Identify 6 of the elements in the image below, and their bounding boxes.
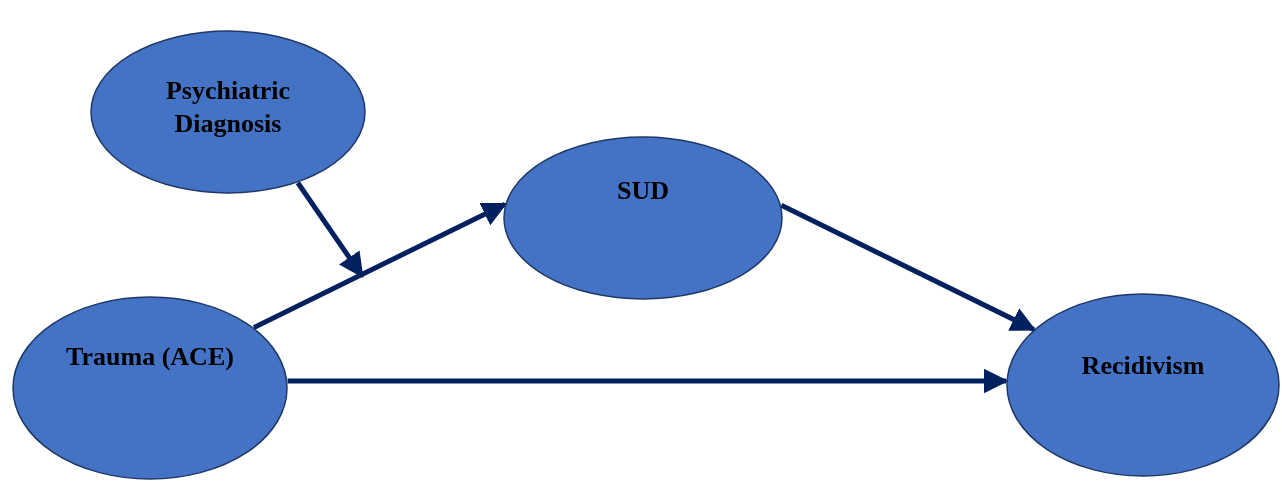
node-label: Recidivism [1080, 350, 1206, 382]
node-label: Psychiatric Diagnosis [164, 75, 292, 140]
arrow [780, 203, 1037, 332]
node-label: SUD [616, 175, 670, 207]
node-label: Trauma (ACE) [65, 341, 235, 373]
arrow [295, 181, 365, 279]
